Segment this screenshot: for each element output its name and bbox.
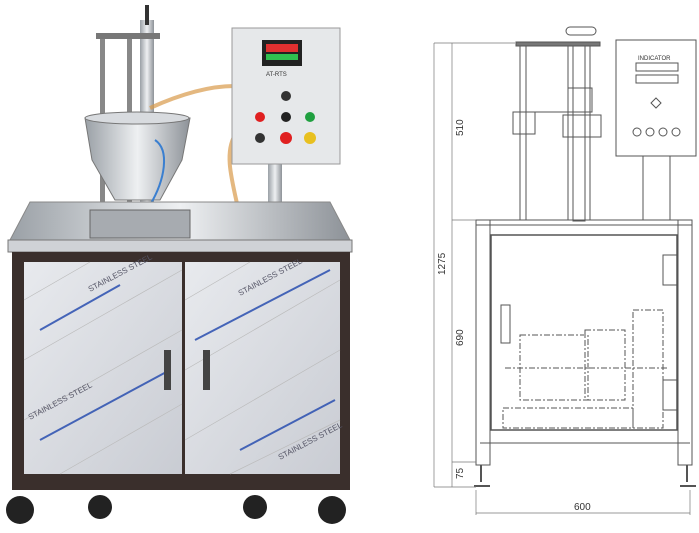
handwheel-icon — [145, 5, 149, 25]
cabinet: STAINLESS STEEL STAINLESS STEEL STAINLES… — [12, 252, 350, 490]
dim-width: 600 — [574, 502, 591, 513]
dim-total-height: 1275 — [437, 252, 448, 275]
casters — [6, 495, 346, 524]
dim-upper-height: 510 — [455, 119, 466, 136]
technical-drawing: INDICATOR — [433, 26, 697, 515]
hopper — [84, 84, 263, 249]
cabinet-door-left[interactable] — [24, 262, 182, 474]
indicator-light-red — [255, 112, 265, 122]
door-handle-right[interactable] — [203, 350, 210, 390]
door-handle-left[interactable] — [164, 350, 171, 390]
controller-brand: AT-RTS — [266, 72, 287, 78]
start-button[interactable] — [305, 112, 315, 122]
dim-cabinet-height: 690 — [455, 329, 466, 346]
dim-leg-height: 75 — [455, 467, 466, 479]
machine-photo: AT-RTS — [6, 5, 353, 524]
yellow-button[interactable] — [304, 132, 316, 144]
stop-button[interactable] — [280, 132, 292, 144]
knob[interactable] — [255, 133, 265, 143]
indicator-label: INDICATOR — [638, 56, 671, 62]
dimension-labels: 510 1275 690 75 600 — [437, 119, 591, 513]
control-box: AT-RTS — [231, 27, 341, 230]
selector-switch[interactable] — [281, 91, 291, 101]
temperature-display — [262, 40, 302, 66]
switch-button[interactable] — [281, 112, 291, 122]
